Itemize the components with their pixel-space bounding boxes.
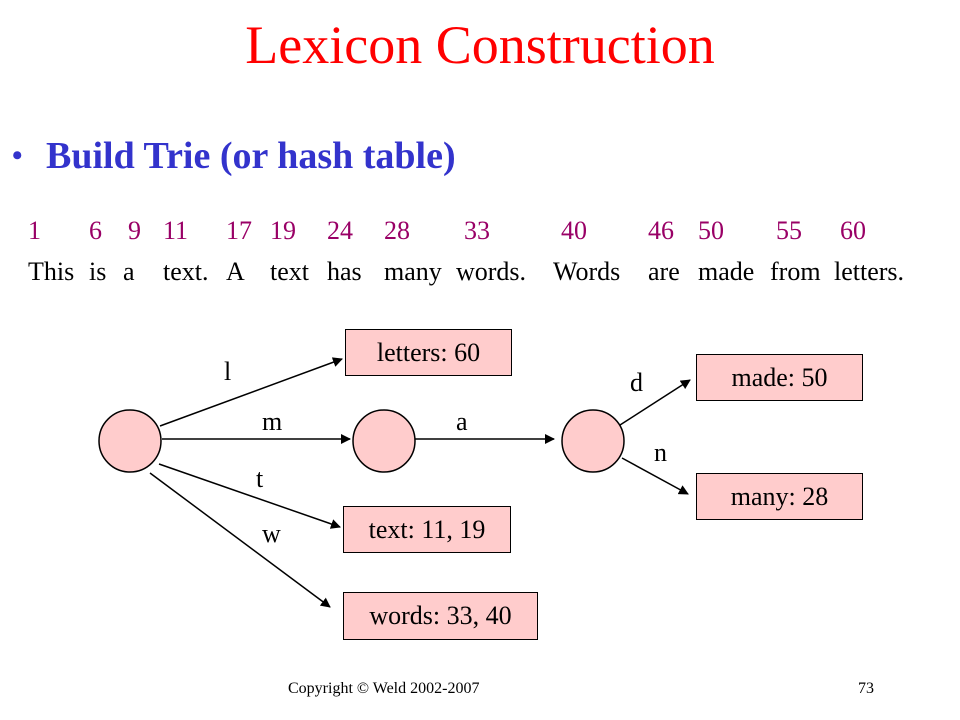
leaf-node-many: many: 28 [696,473,863,520]
copyright-footer: Copyright © Weld 2002-2007 [288,680,480,697]
edge-l-arrow [159,357,343,427]
edge-label-m: m [262,407,283,436]
edge-n-arrow [621,457,689,495]
leaf-node-text: text: 11, 19 [343,506,511,553]
edge-w-arrow [149,472,331,608]
bullet-dot-icon: • [12,139,23,172]
trie-node-m [352,409,416,473]
bullet-item: • Build Trie (or hash table) [12,128,456,184]
edge-label-l: l [224,357,232,386]
edge-label-t: t [256,464,264,493]
trie-root-node [98,409,162,473]
leaf-node-letters: letters: 60 [345,329,512,376]
edge-label-w: w [262,519,281,548]
bullet-text: Build Trie (or hash table) [46,135,456,177]
slide-title: Lexicon Construction [245,15,715,75]
edge-label-n: n [654,438,667,467]
edge-label-d: d [630,368,643,397]
page-number: 73 [858,680,874,697]
leaf-node-made: made: 50 [696,354,863,401]
edge-label-a: a [456,407,468,436]
edge-d-arrow [619,379,691,426]
trie-node-ma [561,409,625,473]
edge-t-arrow [158,463,341,529]
leaf-node-words: words: 33, 40 [343,592,538,640]
